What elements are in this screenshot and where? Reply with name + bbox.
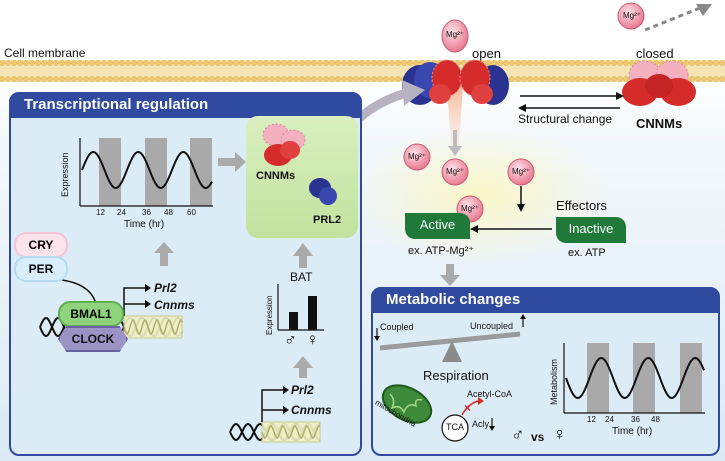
m-tick-48: 48 [651, 415, 660, 424]
transcription-title: Transcriptional regulation [24, 96, 209, 113]
effectors-label: Effectors [556, 198, 608, 213]
vs-label: vs [531, 430, 545, 444]
metabolism-xlabel: Time (hr) [612, 426, 653, 437]
female-symbol: ♀ [553, 424, 567, 444]
metabolic-title: Metabolic changes [386, 291, 521, 308]
metabolic-panel [371, 287, 720, 456]
bat-male-symbol: ♂ [284, 330, 297, 349]
mg-label-3: Mg²⁺ [512, 167, 530, 176]
m-tick-12: 12 [587, 415, 596, 424]
acly-label: Acly [472, 419, 490, 429]
clock-hex: CLOCK [58, 326, 128, 352]
per-pill: PER [14, 256, 68, 282]
mg-label-4: Mg²⁺ [461, 204, 479, 213]
bmal1-pill: BMAL1 [58, 301, 124, 327]
cry-pill: CRY [14, 232, 68, 258]
tca-label: TCA [446, 422, 464, 432]
expression-plot [79, 138, 213, 207]
mg-ion-icons [403, 2, 645, 223]
gene-cnnms-top: Cnnms [154, 298, 195, 312]
transcription-header [9, 92, 362, 118]
gene-cnnms-bottom: Cnnms [291, 403, 332, 417]
tick-48: 48 [164, 208, 173, 217]
gene-prl2-bottom: Prl2 [291, 383, 314, 397]
gene-prl2-top: Prl2 [154, 281, 177, 295]
cnnms-green-label: CNNMs [256, 170, 296, 182]
m-tick-36: 36 [631, 415, 640, 424]
respiration-label: Respiration [423, 368, 489, 383]
active-box: Active [405, 213, 470, 239]
cell-membrane-label: Cell membrane [4, 46, 86, 60]
acetyl-coa-label: Acetyl-CoA [467, 389, 513, 399]
inactive-box: Inactive [556, 217, 626, 243]
metabolic-header [371, 287, 720, 313]
tick-24: 24 [117, 208, 126, 217]
inactive-example: ex. ATP [568, 247, 606, 259]
closed-label: closed [636, 46, 674, 61]
tick-36: 36 [142, 208, 151, 217]
bat-female-symbol: ♀ [306, 330, 319, 349]
mg-closed-label: Mg²⁺ [623, 11, 641, 20]
active-example: ex. ATP-Mg²⁺ [408, 245, 475, 257]
tick-12: 12 [96, 208, 105, 217]
prl2-label: PRL2 [313, 214, 342, 226]
metabolism-ylabel: Metabolism [549, 358, 559, 405]
bat-label: BAT [290, 270, 313, 284]
open-label: open [472, 46, 501, 61]
structural-change-label: Structural change [518, 112, 613, 126]
cnnms-membrane-label: CNNMs [636, 116, 683, 131]
mg-open-label: Mg²⁺ [446, 30, 464, 39]
coupled-label: Coupled [380, 322, 414, 332]
metabolism-plot [563, 343, 705, 414]
male-symbol: ♂ [511, 424, 525, 444]
tick-60: 60 [187, 208, 196, 217]
svg-text:×: × [464, 401, 471, 415]
m-tick-24: 24 [605, 415, 614, 424]
mg-label-2: Mg²⁺ [446, 167, 464, 176]
expression-xlabel: Time (hr) [124, 219, 165, 230]
closed-channel [622, 60, 696, 106]
bat-chart [277, 284, 324, 331]
mg-label-1: Mg²⁺ [408, 152, 426, 161]
uncoupled-label: Uncoupled [470, 321, 514, 331]
